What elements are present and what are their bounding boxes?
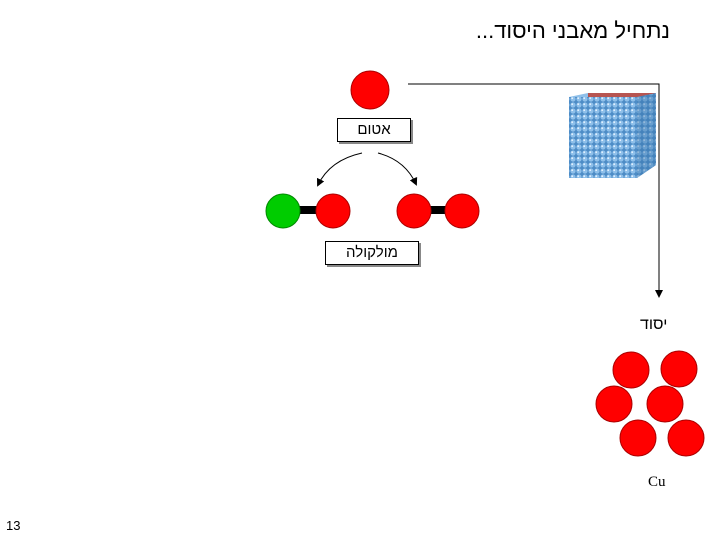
element-label: יסוד <box>640 316 667 334</box>
green-atom <box>266 194 300 228</box>
molecule-red-red <box>397 194 479 228</box>
molecule-label: מולקולה <box>325 241 419 265</box>
red-atom <box>316 194 350 228</box>
element-symbol: Cu <box>648 474 666 491</box>
page-number: 13 <box>6 518 20 533</box>
crystal-lattice-image <box>567 93 657 180</box>
arrow-to-left-molecule <box>318 153 362 185</box>
molecule-green-red <box>266 194 350 228</box>
atom-label: אטום <box>337 118 411 142</box>
red-atom-left <box>397 194 431 228</box>
red-atom-right <box>445 194 479 228</box>
copper-atom-cluster <box>596 351 704 456</box>
atom-circle <box>351 71 389 109</box>
arrow-to-right-molecule <box>378 153 416 184</box>
